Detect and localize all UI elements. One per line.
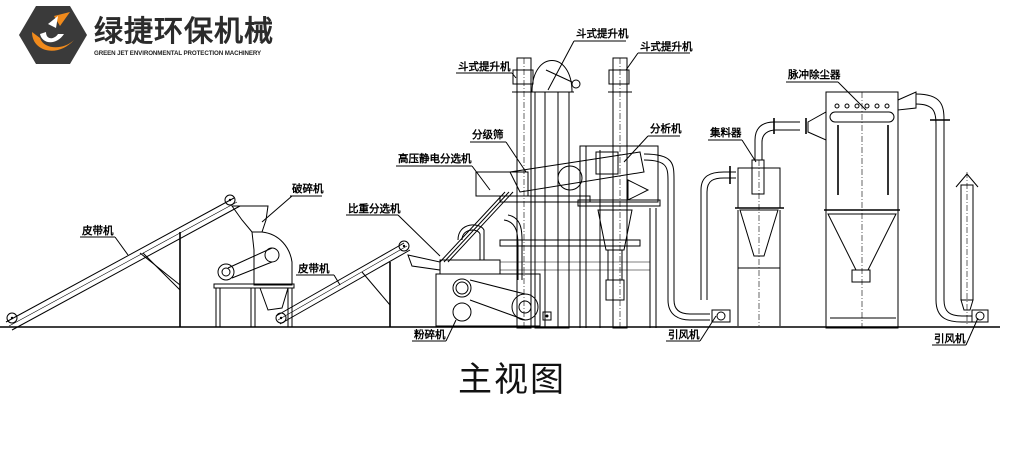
- collector: [735, 118, 807, 326]
- label-pulverizer: 粉碎机: [412, 319, 457, 342]
- logo-name-en: GREEN JET ENVIRONMENTAL PROTECTION MACHI…: [94, 50, 262, 57]
- svg-text:皮带机: 皮带机: [81, 224, 114, 237]
- belt-conveyor-1: [5, 194, 241, 331]
- svg-text:比重分选机: 比重分选机: [348, 202, 401, 215]
- duct-analyzer-to-fan: [643, 153, 710, 321]
- label-grading-sieve: 分级筛: [470, 128, 527, 173]
- view-caption: 主视图: [458, 360, 566, 400]
- svg-text:高压静电分选机: 高压静电分选机: [398, 152, 472, 165]
- exhaust-stack: [955, 172, 979, 326]
- label-bucket-elevator-left: 斗式提升机: [456, 60, 517, 79]
- svg-text:斗式提升机: 斗式提升机: [458, 60, 511, 73]
- induced-fan-1: [711, 309, 731, 323]
- label-bucket-elevator-center: 斗式提升机: [547, 27, 629, 91]
- label-belt-conveyor-1: 皮带机: [80, 224, 129, 256]
- label-induced-fan-1: 引风机: [666, 315, 717, 342]
- label-crusher: 破碎机: [261, 182, 324, 223]
- duct-fan-to-collector: [700, 166, 736, 300]
- induced-fan-2: [971, 309, 989, 323]
- pulse-valves: [834, 103, 890, 109]
- svg-text:分级筛: 分级筛: [472, 128, 504, 141]
- svg-text:斗式提升机: 斗式提升机: [640, 40, 693, 53]
- svg-text:引风机: 引风机: [934, 332, 966, 345]
- svg-text:引风机: 引风机: [668, 328, 700, 341]
- svg-text:破碎机: 破碎机: [292, 182, 324, 195]
- label-induced-fan-2: 引风机: [932, 317, 979, 346]
- label-analyzer: 分析机: [623, 122, 682, 163]
- label-collector: 集料器: [708, 126, 757, 163]
- svg-text:集料器: 集料器: [709, 126, 742, 139]
- bucket-elevator-left: [512, 57, 536, 329]
- label-pulse-dust-collector: 脉冲除尘器: [786, 68, 867, 111]
- analyzer: [577, 145, 661, 301]
- svg-text:分析机: 分析机: [650, 122, 682, 135]
- svg-text:粉碎机: 粉碎机: [414, 328, 446, 341]
- company-logo: 绿捷环保机械 GREEN JET ENVIRONMENTAL PROTECTIO…: [18, 4, 288, 66]
- label-gravity-separator: 比重分选机: [346, 202, 441, 257]
- label-hv-electrostatic-separator: 高压静电分选机: [396, 152, 491, 191]
- belt-conveyor-2: [275, 240, 411, 327]
- svg-text:斗式提升机: 斗式提升机: [576, 27, 629, 40]
- svg-text:脉冲除尘器: 脉冲除尘器: [787, 68, 841, 81]
- pulse-dust-collector: [807, 91, 972, 329]
- logo-emblem-icon: [19, 6, 87, 64]
- pulverizer-and-gravity-separator: [407, 191, 552, 327]
- label-belt-conveyor-2: 皮带机: [296, 262, 341, 286]
- bucket-elevator-center: [530, 60, 581, 329]
- bucket-elevator-right: [608, 57, 632, 329]
- label-bucket-elevator-right: 斗式提升机: [625, 40, 693, 71]
- svg-text:皮带机: 皮带机: [297, 262, 330, 275]
- logo-name-cn: 绿捷环保机械: [94, 14, 275, 48]
- hv-electrostatic-separator: [475, 151, 645, 247]
- crusher: [213, 205, 295, 327]
